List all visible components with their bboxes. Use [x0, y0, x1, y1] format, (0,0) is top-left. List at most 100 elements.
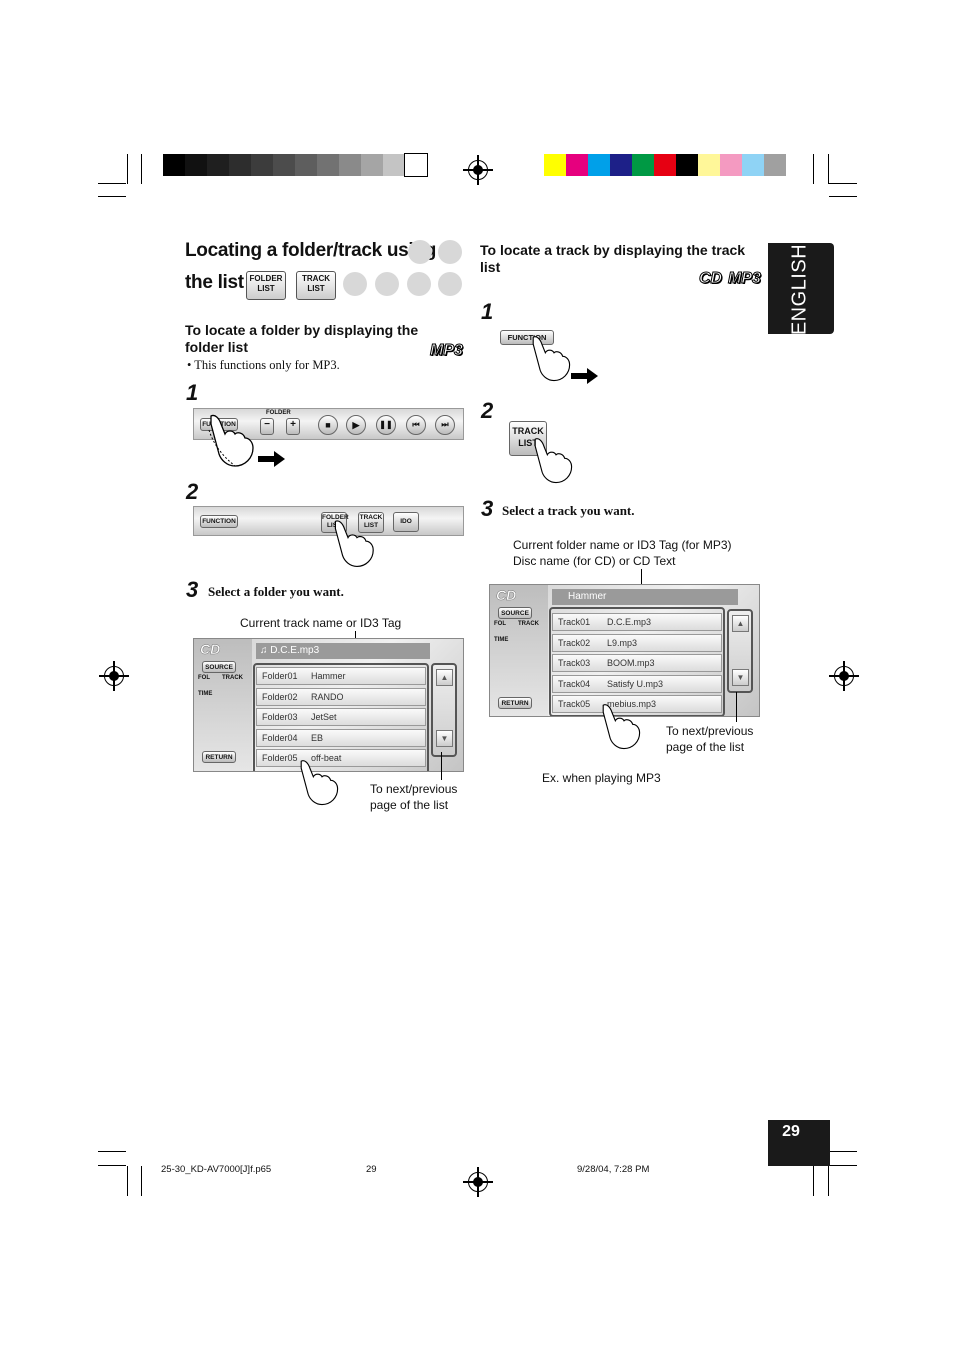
language-tab-label: ENGLISH [788, 243, 811, 336]
pointing-hand-icon [300, 760, 339, 806]
right-step2-number: 2 [481, 398, 494, 423]
color-swatch [610, 154, 632, 176]
list-item-name: mebius.mp3 [607, 699, 657, 709]
function-button-2[interactable]: FUNCTION [200, 515, 238, 528]
folder-minus-button[interactable]: − [260, 418, 274, 435]
registration-mark-right [829, 661, 859, 691]
grayscale-swatch [185, 154, 207, 176]
scroll-down-button[interactable]: ▼ [436, 730, 453, 747]
list-item[interactable]: Folder01 Hammer [256, 667, 426, 685]
header-folder-name: Hammer [552, 589, 738, 605]
color-swatch [632, 154, 654, 176]
arrow-right-icon [258, 451, 285, 467]
color-swatch [544, 154, 566, 176]
registration-mark-left [99, 661, 129, 691]
color-swatch [676, 154, 698, 176]
grayscale-swatch [229, 154, 251, 176]
grayscale-swatch [207, 154, 229, 176]
pointing-hand-icon [602, 704, 641, 750]
list-item-name: Satisfy U.mp3 [607, 678, 664, 689]
pointing-hand-icon [208, 414, 254, 467]
grayscale-swatch [317, 154, 339, 176]
control-bar-2: FUNCTION FOLDER LIST TRACK LIST IDO [193, 506, 464, 536]
pointing-hand-icon [534, 438, 573, 484]
ido-button[interactable]: IDO [393, 512, 419, 532]
right-step3-number: 3 [481, 496, 494, 521]
scrollbar[interactable]: ▲ ▼ [431, 663, 457, 757]
track-list-button[interactable]: TRACK LIST [358, 512, 384, 533]
left-note: • This functions only for MP3. [187, 358, 340, 372]
track-list-box [549, 607, 725, 716]
footer-page: 29 [366, 1164, 377, 1175]
folder-list-screen: CD SOURCE FOL TRACK TIME RETURN ♫ D.C.E.… [193, 638, 464, 772]
scroll-up-button[interactable]: ▲ [436, 669, 453, 686]
cd-logo: CD [496, 587, 517, 604]
left-step1-number: 1 [186, 380, 199, 405]
list-item[interactable]: Track04 Satisfy U.mp3 [552, 674, 722, 693]
page-number-box [768, 1120, 830, 1166]
return-button[interactable]: RETURN [202, 751, 236, 763]
grayscale-bar [163, 153, 428, 177]
return-button[interactable]: RETURN [498, 697, 532, 709]
list-item-id: Track05 [558, 699, 591, 709]
track-label: TRACK [518, 621, 539, 627]
left-callout-top: Current track name or ID3 Tag [240, 616, 402, 630]
folder-list-chip: FOLDER LIST [246, 271, 286, 300]
stop-button[interactable]: ■ [318, 415, 338, 435]
left-step2-number: 2 [186, 479, 199, 504]
mp3-badge-right: MP3 [728, 270, 762, 288]
footer-file: 25-30_KD-AV7000[J]f.p65 [161, 1164, 272, 1175]
registration-mark-bottom [463, 1167, 493, 1197]
folder-label: FOLDER [266, 410, 291, 416]
left-step3-text: Select a folder you want. [208, 584, 344, 599]
grayscale-swatch [163, 154, 185, 176]
list-item-name: BOOM.mp3 [607, 658, 655, 668]
color-swatch [698, 154, 720, 176]
next-button[interactable]: ⏭ [435, 415, 455, 435]
left-callout-bottom-2: page of the list [370, 798, 449, 812]
pause-button[interactable]: ❚❚ [376, 415, 396, 435]
grayscale-swatch [295, 154, 317, 176]
right-callout-top-2: Disc name (for CD) or CD Text [513, 554, 676, 568]
source-button[interactable]: SOURCE [202, 661, 236, 673]
grayscale-swatch [273, 154, 295, 176]
fol-label: FOL [198, 675, 210, 681]
scrollbar[interactable]: ▲ ▼ [727, 609, 753, 693]
fol-label: FOL [494, 621, 506, 627]
left-callout-bottom-1: To next/previous [370, 782, 458, 796]
previous-button[interactable]: ⏮ [406, 415, 426, 435]
list-item-name: EB [311, 732, 324, 743]
color-swatch [588, 154, 610, 176]
header-track-name: ♫ D.C.E.mp3 [256, 643, 430, 659]
time-label: TIME [494, 637, 509, 643]
page-title-line2: the list [185, 272, 244, 293]
track-list-chip: TRACK LIST [296, 271, 336, 300]
color-swatch [764, 154, 786, 176]
color-swatch [654, 154, 676, 176]
scroll-down-button[interactable]: ▼ [732, 669, 749, 686]
right-callout-top-1: Current folder name or ID3 Tag (for MP3) [513, 538, 732, 552]
list-item-id: Track01 [558, 617, 591, 627]
footer-date: 9/28/04, 7:28 PM [577, 1164, 650, 1175]
arrow-right-icon [571, 368, 598, 384]
play-button[interactable]: ▶ [346, 415, 366, 435]
list-item-name: Hammer [311, 671, 346, 681]
list-item-id: Folder03 [262, 712, 298, 722]
folder-list-box [253, 663, 429, 771]
scroll-up-button[interactable]: ▲ [732, 615, 749, 632]
source-button[interactable]: SOURCE [498, 607, 532, 619]
cd-badge: CD [698, 270, 723, 288]
language-tab [768, 243, 834, 334]
folder-plus-button[interactable]: + [286, 418, 300, 435]
list-item[interactable]: Track05 mebius.mp3 [552, 695, 722, 713]
list-item-id: Track04 [558, 678, 591, 689]
list-item-id: Folder01 [262, 671, 298, 681]
right-callout-bottom-1: To next/previous [666, 724, 754, 738]
